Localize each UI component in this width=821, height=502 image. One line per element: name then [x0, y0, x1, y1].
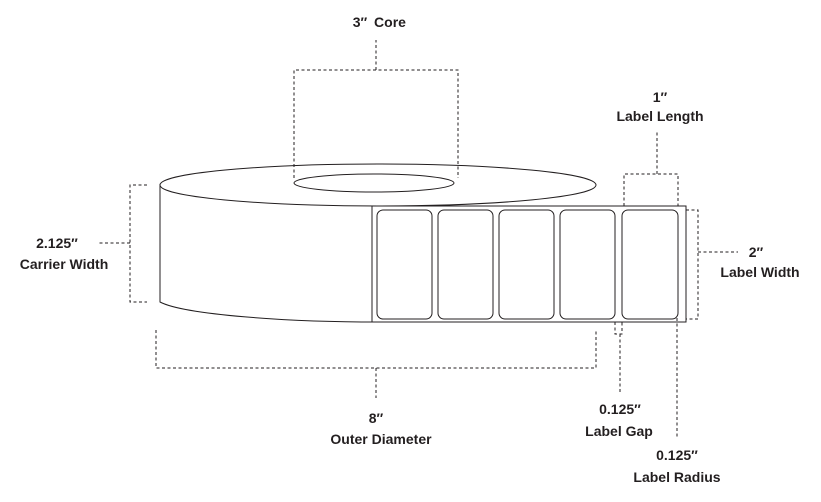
label	[621, 209, 679, 320]
label	[498, 209, 555, 320]
label	[437, 209, 494, 320]
carrier-width-caption: Carrier Width	[20, 256, 109, 272]
label-width-value: 2″	[749, 244, 764, 260]
label	[559, 209, 616, 320]
label-gap-value: 0.125″	[599, 401, 641, 417]
label-radius-value: 0.125″	[656, 447, 698, 463]
label-radius-dimension: 0.125″ Label Radius	[633, 318, 721, 485]
label	[376, 209, 433, 320]
label-roll	[159, 163, 687, 323]
label-length-dimension: 1″ Label Length	[616, 89, 704, 206]
label-length-caption: Label Length	[616, 108, 703, 124]
carrier-width-value: 2.125″	[36, 235, 78, 251]
core-hole	[293, 173, 455, 193]
core-caption: Core	[374, 14, 406, 30]
carrier-width-dimension: 2.125″ Carrier Width	[20, 184, 147, 303]
outer-diameter-value: 8″	[369, 410, 384, 426]
outer-diameter-dimension: 8″ Outer Diameter	[155, 330, 597, 447]
label-length-value: 1″	[653, 89, 668, 105]
outer-diameter-caption: Outer Diameter	[330, 431, 432, 447]
label-gap-caption: Label Gap	[585, 423, 653, 439]
label-gap-dimension: 0.125″ Label Gap	[585, 322, 653, 439]
label-width-dimension: 2″ Label Width	[686, 209, 800, 320]
core-value: 3″	[353, 14, 368, 30]
label-radius-caption: Label Radius	[633, 469, 720, 485]
label-width-caption: Label Width	[720, 264, 799, 280]
core-dimension: 3″ Core	[293, 14, 459, 178]
